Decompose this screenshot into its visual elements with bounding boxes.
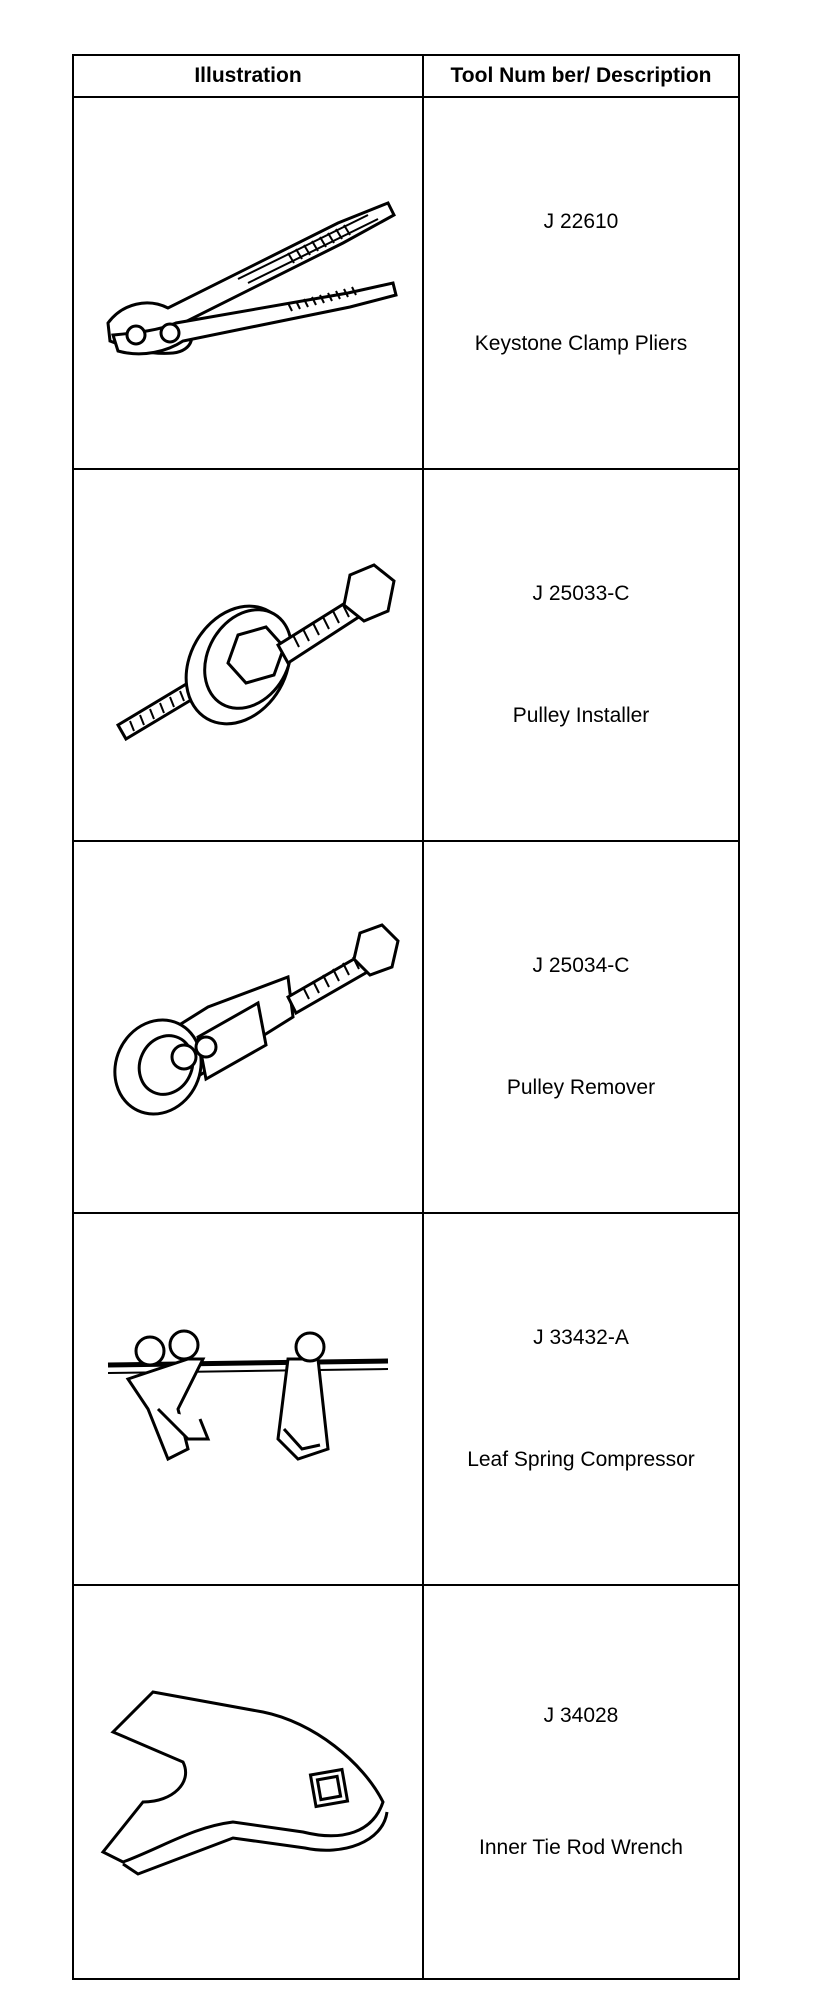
tool-number: J 25034-C xyxy=(532,954,630,977)
header-tool-number-description: Tool Num ber/ Description xyxy=(422,54,740,98)
header-illustration: Illustration xyxy=(72,54,424,98)
table-row: J 22610 Keystone Clamp Pliers xyxy=(72,96,740,470)
header-row: Illustration Tool Num ber/ Description xyxy=(72,54,740,98)
description-cell: J 25034-C Pulley Remover xyxy=(422,840,740,1214)
table-row: J 34028 Inner Tie Rod Wrench xyxy=(72,1584,740,1980)
tool-description: Keystone Clamp Pliers xyxy=(474,332,688,355)
tool-description: Leaf Spring Compressor xyxy=(467,1448,695,1471)
tools-table: Illustration Tool Num ber/ Description J… xyxy=(72,54,740,1980)
illustration-cell xyxy=(72,468,424,842)
tool-description: Pulley Installer xyxy=(512,704,650,727)
description-cell: J 34028 Inner Tie Rod Wrench xyxy=(422,1584,740,1980)
description-cell: J 33432-A Leaf Spring Compressor xyxy=(422,1212,740,1586)
tool-description: Inner Tie Rod Wrench xyxy=(479,1836,683,1859)
table-row: J 33432-A Leaf Spring Compressor xyxy=(72,1212,740,1586)
keystone-clamp-pliers-icon xyxy=(106,201,398,356)
pulley-remover-icon xyxy=(113,923,400,1116)
pulley-installer-icon xyxy=(115,563,396,742)
leaf-spring-compressor-icon xyxy=(107,1329,389,1462)
description-cell: J 25033-C Pulley Installer xyxy=(422,468,740,842)
illustration-cell xyxy=(72,96,424,470)
description-cell: J 22610 Keystone Clamp Pliers xyxy=(422,96,740,470)
illustration-cell xyxy=(72,1212,424,1586)
table-row: J 25034-C Pulley Remover xyxy=(72,840,740,1214)
tool-number: J 33432-A xyxy=(533,1326,629,1349)
tool-number: J 22610 xyxy=(543,210,619,233)
illustration-cell xyxy=(72,840,424,1214)
inner-tie-rod-wrench-icon xyxy=(100,1690,389,1876)
tool-number: J 25033-C xyxy=(532,582,630,605)
table-row: J 25033-C Pulley Installer xyxy=(72,468,740,842)
tool-number: J 34028 xyxy=(543,1704,619,1727)
illustration-cell xyxy=(72,1584,424,1980)
tool-description: Pulley Remover xyxy=(506,1076,656,1099)
